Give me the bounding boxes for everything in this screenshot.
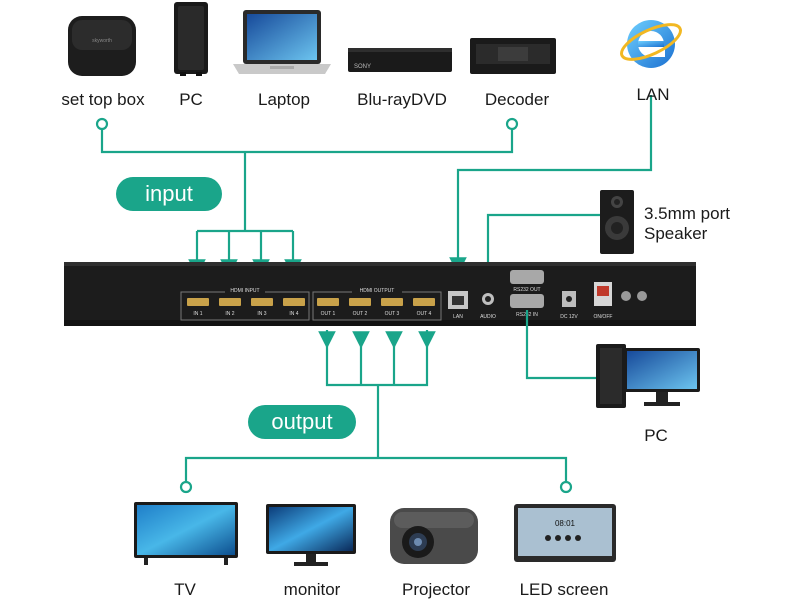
- pc-tower-icon: [174, 2, 208, 76]
- out-3-label: OUT 3: [385, 311, 400, 317]
- power-label: ON/OFF: [594, 314, 613, 320]
- out-1-label: OUT 1: [321, 311, 336, 317]
- audio-port-label: AUDIO: [480, 314, 496, 320]
- decoder-icon: [470, 38, 556, 74]
- in-3-label: IN 3: [257, 311, 266, 317]
- source-label-decoder: Decoder: [484, 90, 550, 109]
- output-wiring: [179, 310, 600, 494]
- laptop-icon: [233, 10, 331, 74]
- display-label-monitor: monitor: [283, 580, 341, 599]
- control-pc-label: PC: [644, 426, 668, 445]
- source-label-pc: PC: [179, 90, 203, 109]
- speaker-label-line1: 3.5mm port: [644, 204, 730, 223]
- dc-label: DC 12V: [560, 314, 578, 320]
- speaker-icon: [600, 190, 634, 254]
- in-2-label: IN 2: [225, 311, 234, 317]
- input-pill: input: [116, 177, 222, 211]
- led-screen-icon: 08:01: [514, 504, 616, 562]
- source-label-laptop: Laptop: [258, 90, 310, 109]
- rs232-out-label: RS232 OUT: [513, 287, 540, 293]
- lan-port-label: LAN: [453, 314, 463, 320]
- control-pc-icon: [596, 344, 700, 408]
- tv-icon: [134, 502, 238, 565]
- out-2-label: OUT 2: [353, 311, 368, 317]
- monitor-icon: [266, 504, 356, 566]
- speaker-label-line2: Speaker: [644, 224, 708, 243]
- in-1-label: IN 1: [193, 311, 202, 317]
- out-4-label: OUT 4: [417, 311, 432, 317]
- led-clock: 08:01: [555, 519, 576, 528]
- bluray-player-icon: SONY: [348, 48, 452, 72]
- lan-label: LAN: [636, 85, 670, 104]
- lan-globe-icon: [620, 20, 682, 68]
- source-label-settop: set top box: [61, 90, 145, 109]
- display-label-led: LED screen: [519, 580, 609, 599]
- hdmi-input-title: HDMI INPUT: [230, 288, 259, 294]
- sony-brand: SONY: [354, 64, 371, 70]
- input-wiring: [95, 95, 653, 283]
- display-label-projector: Projector: [401, 580, 471, 599]
- set-top-box-icon: skyworth: [68, 16, 136, 76]
- hdmi-matrix-device: HDMI INPUT HDMI OUTPUT IN 1 IN 2 IN 3 IN…: [64, 262, 696, 326]
- source-label-bluray: Blu-rayDVD: [357, 90, 447, 109]
- output-pill: output: [248, 405, 356, 439]
- in-4-label: IN 4: [289, 311, 298, 317]
- hdmi-output-title: HDMI OUTPUT: [360, 288, 395, 294]
- display-label-tv: TV: [174, 580, 196, 599]
- projector-icon: [390, 508, 478, 564]
- settop-brand: skyworth: [92, 38, 112, 44]
